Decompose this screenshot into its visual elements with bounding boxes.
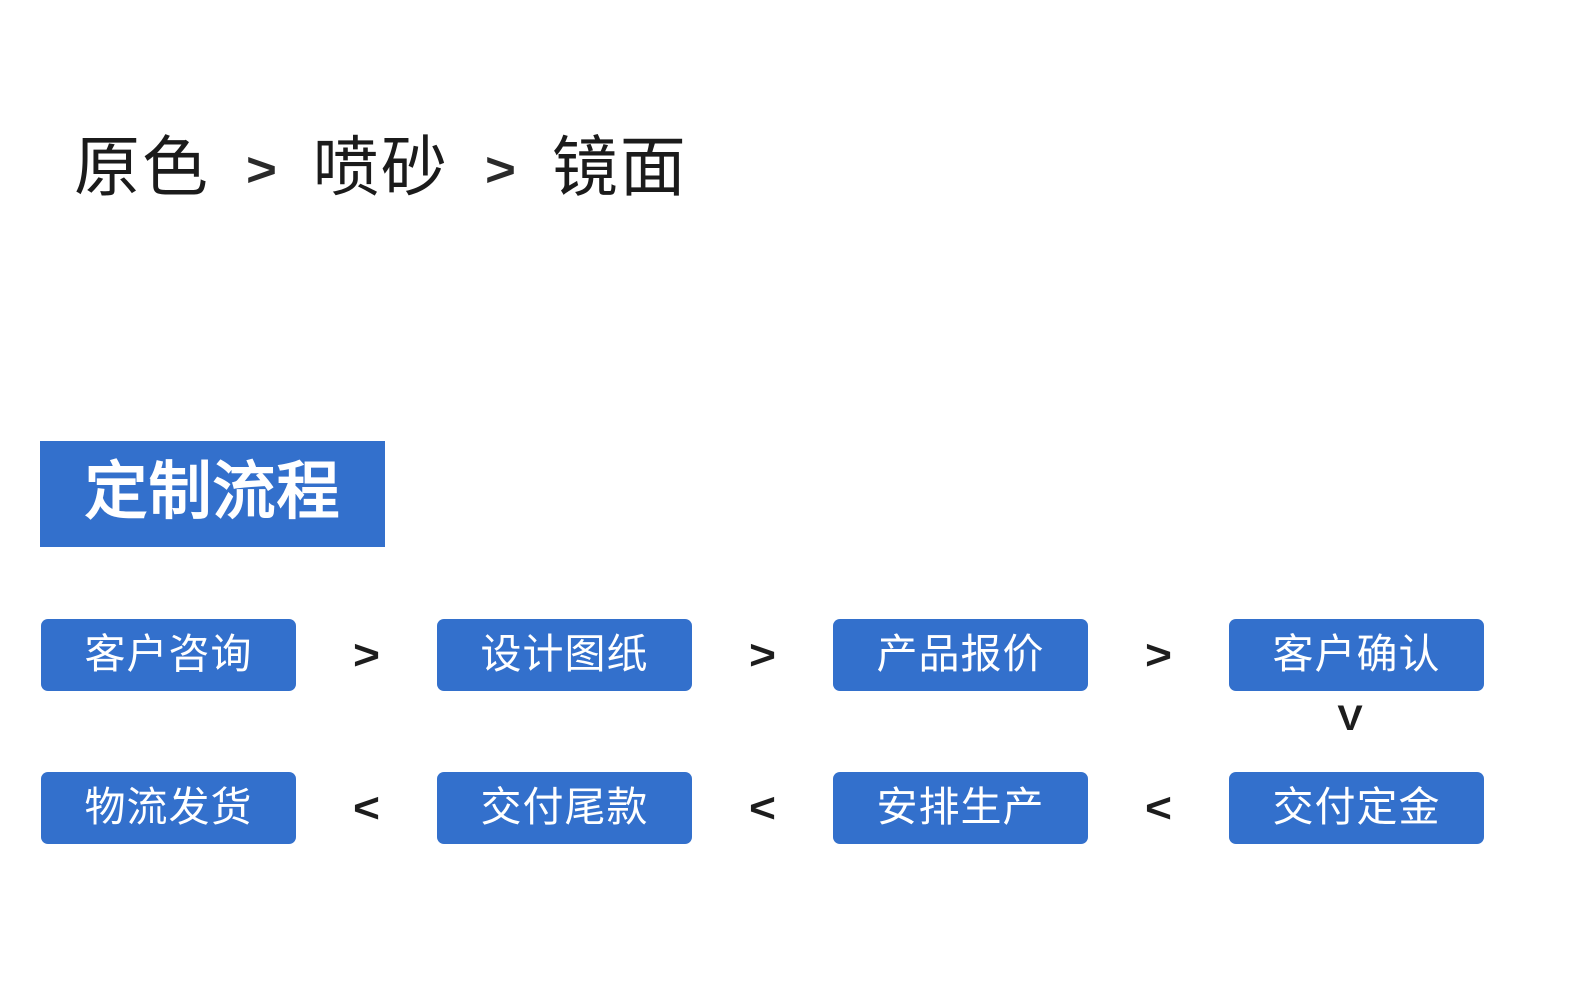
flow-step-label: 交付尾款 bbox=[480, 783, 649, 830]
finish-option-jingmian: 镜面 bbox=[551, 130, 688, 204]
flow-step-label: 客户确认 bbox=[1272, 630, 1441, 677]
flow-step-chanpinbaojia[interactable]: 产品报价 bbox=[833, 619, 1088, 691]
chevron-right-icon: > bbox=[484, 141, 516, 197]
flow-step-kehuzixun[interactable]: 客户咨询 bbox=[41, 619, 296, 691]
chevron-left-icon: < bbox=[1145, 784, 1172, 831]
flow-step-label: 客户咨询 bbox=[84, 630, 253, 677]
chevron-left-icon: < bbox=[353, 784, 380, 831]
section-title-badge: 定制流程 bbox=[40, 441, 385, 547]
chevron-right-icon: > bbox=[1145, 631, 1172, 678]
flow-step-label: 交付定金 bbox=[1272, 783, 1441, 830]
flow-step-label: 物流发货 bbox=[84, 783, 253, 830]
flow-step-label: 设计图纸 bbox=[480, 630, 649, 677]
chevron-down-icon: V bbox=[1337, 699, 1363, 739]
flow-step-jiaofuweikuan[interactable]: 交付尾款 bbox=[437, 772, 692, 844]
flow-step-label: 安排生产 bbox=[876, 783, 1045, 830]
flow-step-anpaishengchan[interactable]: 安排生产 bbox=[833, 772, 1088, 844]
process-flow-row-2: 物流发货 < 交付尾款 < 安排生产 < 交付定金 bbox=[41, 772, 1484, 844]
surface-finish-sequence: 原色 > 喷砂 > 镜面 bbox=[74, 122, 688, 212]
chevron-left-icon: < bbox=[749, 784, 776, 831]
chevron-right-icon: > bbox=[749, 631, 776, 678]
section-title-label: 定制流程 bbox=[84, 456, 341, 527]
finish-option-yuanse: 原色 bbox=[74, 130, 210, 204]
flow-step-label: 产品报价 bbox=[876, 630, 1045, 677]
process-flow-row-1: 客户咨询 > 设计图纸 > 产品报价 > 客户确认 bbox=[41, 619, 1484, 691]
flow-step-kehuqueren[interactable]: 客户确认 bbox=[1229, 619, 1484, 691]
flow-step-jiaofudingjin[interactable]: 交付定金 bbox=[1229, 772, 1484, 844]
flow-step-wuliufahuo[interactable]: 物流发货 bbox=[41, 772, 296, 844]
flow-step-shejituzhi[interactable]: 设计图纸 bbox=[437, 619, 692, 691]
chevron-right-icon: > bbox=[353, 631, 380, 678]
finish-option-pensha: 喷砂 bbox=[312, 130, 449, 204]
chevron-right-icon: > bbox=[245, 141, 277, 197]
